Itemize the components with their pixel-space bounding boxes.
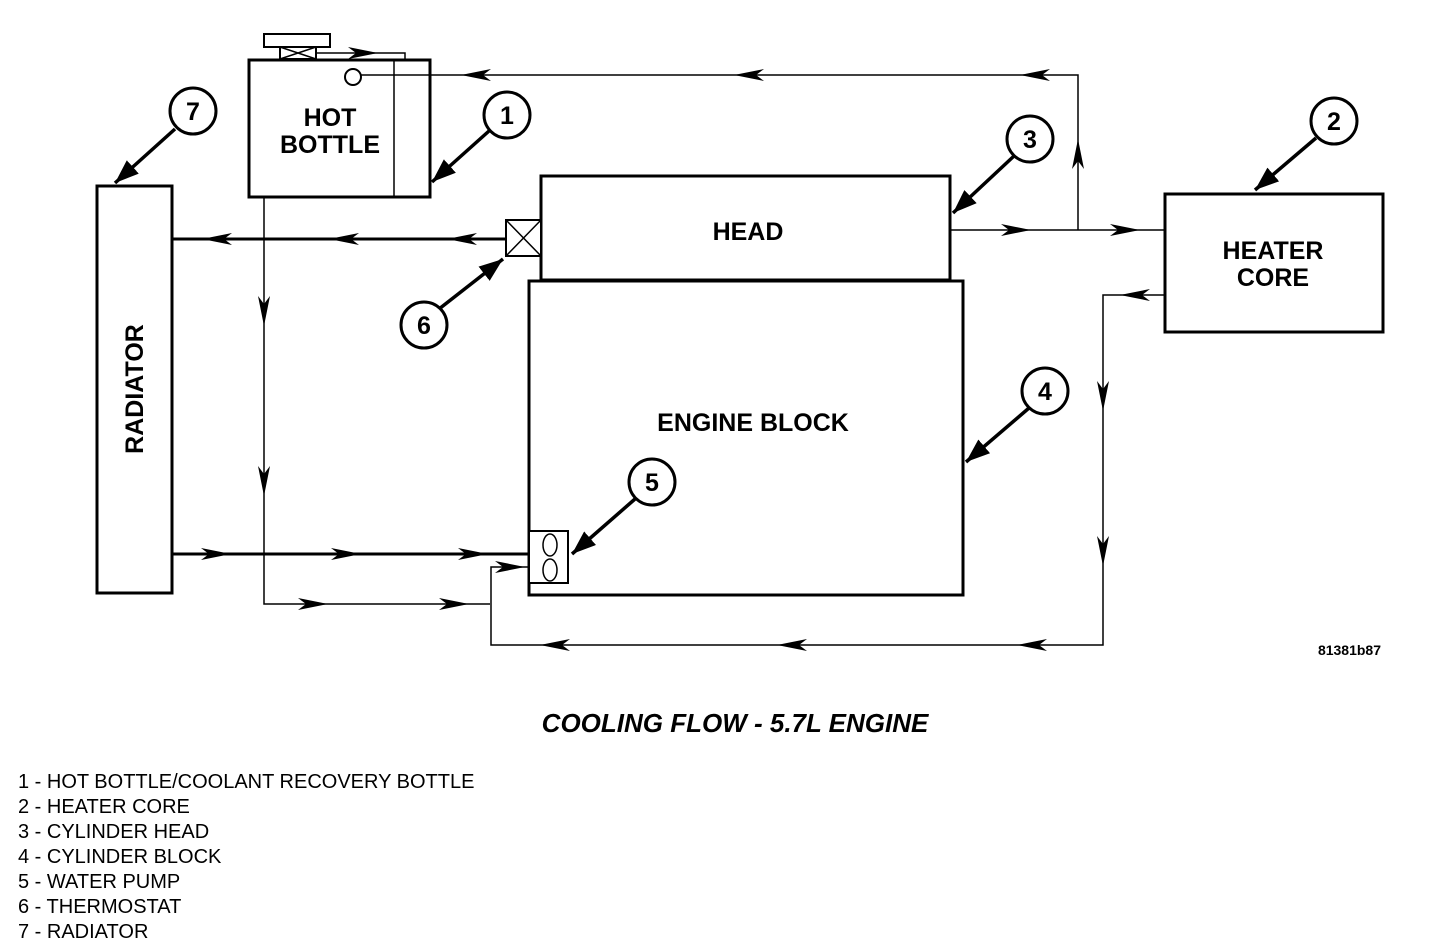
hot-bottle-vent-tube: [316, 52, 406, 197]
diagram-caption: COOLING FLOW - 5.7L ENGINE: [542, 708, 929, 738]
engine-block-body: [527, 279, 965, 597]
radiator: RADIATOR: [95, 184, 174, 595]
heater-core-label-1: HEATER: [1223, 237, 1324, 265]
callout-leader-6: [437, 257, 505, 311]
callout-5: 5: [627, 457, 677, 507]
head-label: HEAD: [713, 218, 784, 246]
flow-junction-to-bottle: [361, 74, 1079, 230]
hot-bottle-label-1: HOT: [304, 104, 357, 132]
legend-item: 2 - HEATER CORE: [18, 796, 190, 818]
engine-block-label: ENGINE BLOCK: [657, 409, 849, 437]
callouts: 1 2 3 4 5 6 7: [168, 86, 1359, 507]
water-pump: [528, 530, 569, 584]
callout-4: 4: [1020, 366, 1070, 416]
head-body: [539, 174, 952, 282]
callout-1: 1: [482, 90, 532, 140]
hot-bottle-port: [344, 68, 362, 86]
thermostat: [505, 219, 542, 257]
svg-text:1: 1: [500, 102, 514, 130]
water-pump-impeller-top: [542, 533, 558, 557]
radiator-body: [95, 184, 174, 595]
svg-text:6: 6: [417, 312, 431, 340]
legend-item: 3 - CYLINDER HEAD: [18, 821, 210, 843]
callout-leader-3: [951, 154, 1016, 215]
water-pump-impeller-bottom: [542, 558, 558, 582]
hot-bottle-cap-x: [279, 46, 317, 60]
water-pump-body: [528, 530, 569, 584]
hot-bottle: HOT BOTTLE: [247, 33, 432, 199]
flow-bottle-bypass: [263, 197, 490, 605]
legend-item: 7 - RADIATOR: [18, 921, 149, 943]
legend-item: 4 - CYLINDER BLOCK: [18, 846, 222, 868]
svg-text:3: 3: [1023, 126, 1037, 154]
hot-bottle-label-2: BOTTLE: [280, 131, 380, 159]
radiator-label: RADIATOR: [121, 324, 149, 454]
callout-2: 2: [1309, 96, 1359, 146]
callout-leaders: [113, 127, 1318, 556]
callout-leader-7: [113, 127, 177, 185]
callout-leader-2: [1253, 136, 1318, 192]
thermostat-x: [505, 219, 542, 257]
callout-6: 6: [399, 300, 449, 350]
callout-leader-5: [570, 497, 637, 556]
legend-item: 5 - WATER PUMP: [18, 871, 181, 893]
heater-core: HEATER CORE: [1163, 192, 1385, 334]
hot-bottle-cap-top: [263, 33, 331, 48]
svg-text:4: 4: [1038, 378, 1052, 406]
engine-block: ENGINE BLOCK: [527, 279, 965, 597]
callout-3: 3: [1005, 114, 1055, 164]
legend-item: 6 - THERMOSTAT: [18, 896, 182, 918]
svg-text:7: 7: [186, 98, 200, 126]
callout-7: 7: [168, 86, 218, 136]
heater-core-label-2: CORE: [1237, 264, 1309, 292]
callout-leader-4: [964, 406, 1031, 464]
svg-text:5: 5: [645, 469, 659, 497]
figure-id: 81381b87: [1318, 642, 1381, 658]
legend-list: 1 - HOT BOTTLE/COOLANT RECOVERY BOTTLE 2…: [18, 770, 474, 945]
hot-bottle-body: [247, 58, 432, 199]
legend-item: 1 - HOT BOTTLE/COOLANT RECOVERY BOTTLE: [18, 771, 475, 793]
heater-core-body: [1163, 192, 1385, 334]
svg-text:2: 2: [1327, 108, 1341, 136]
cylinder-head: HEAD: [539, 174, 952, 282]
callout-leader-1: [430, 129, 491, 184]
